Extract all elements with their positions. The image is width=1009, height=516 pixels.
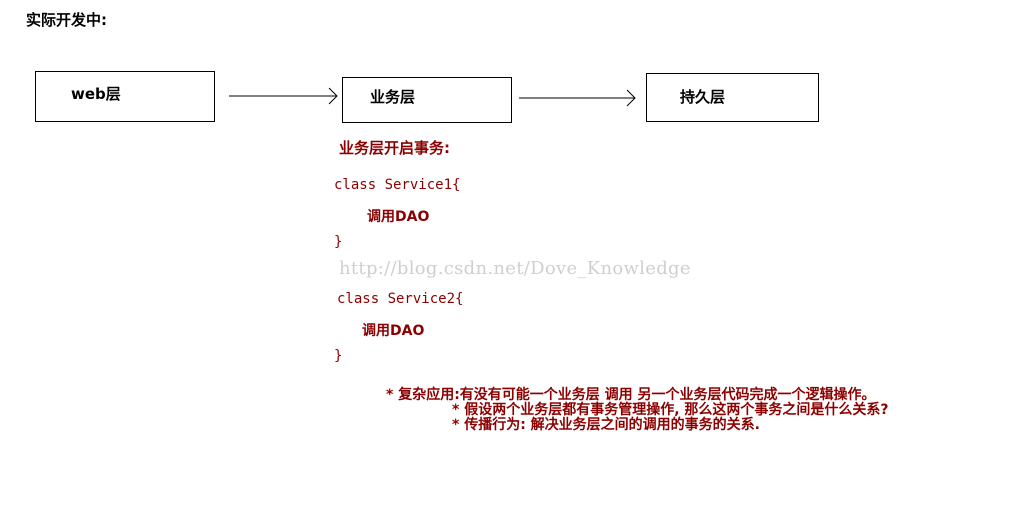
service1-body: 调用DAO	[367, 209, 430, 225]
arrow-right-icon	[229, 87, 338, 105]
note-complex-application: * 复杂应用:有没有可能一个业务层 调用 另一个业务层代码完成一个逻辑操作。	[386, 387, 876, 403]
watermark: http://blog.csdn.net/Dove_Knowledge	[339, 258, 691, 279]
persistence-layer-label: 持久层	[680, 88, 726, 106]
service2-open: class Service2{	[337, 291, 464, 307]
service2-close: }	[334, 348, 343, 364]
service-layer-label: 业务层	[370, 88, 416, 106]
web-layer-label: web层	[71, 85, 121, 103]
service2-body: 调用DAO	[362, 323, 425, 339]
arrow-right-icon	[519, 89, 636, 107]
service1-close: }	[334, 234, 343, 250]
service1-open: class Service1{	[334, 177, 461, 193]
transaction-title: 业务层开启事务:	[339, 139, 450, 157]
persistence-layer-box	[646, 73, 819, 122]
heading: 实际开发中:	[26, 11, 107, 29]
service-layer-box	[342, 77, 512, 123]
note-two-transactions: * 假设两个业务层都有事务管理操作, 那么这两个事务之间是什么关系?	[452, 402, 889, 418]
note-propagation: * 传播行为: 解决业务层之间的调用的事务的关系.	[452, 417, 760, 433]
web-layer-box	[35, 71, 215, 122]
